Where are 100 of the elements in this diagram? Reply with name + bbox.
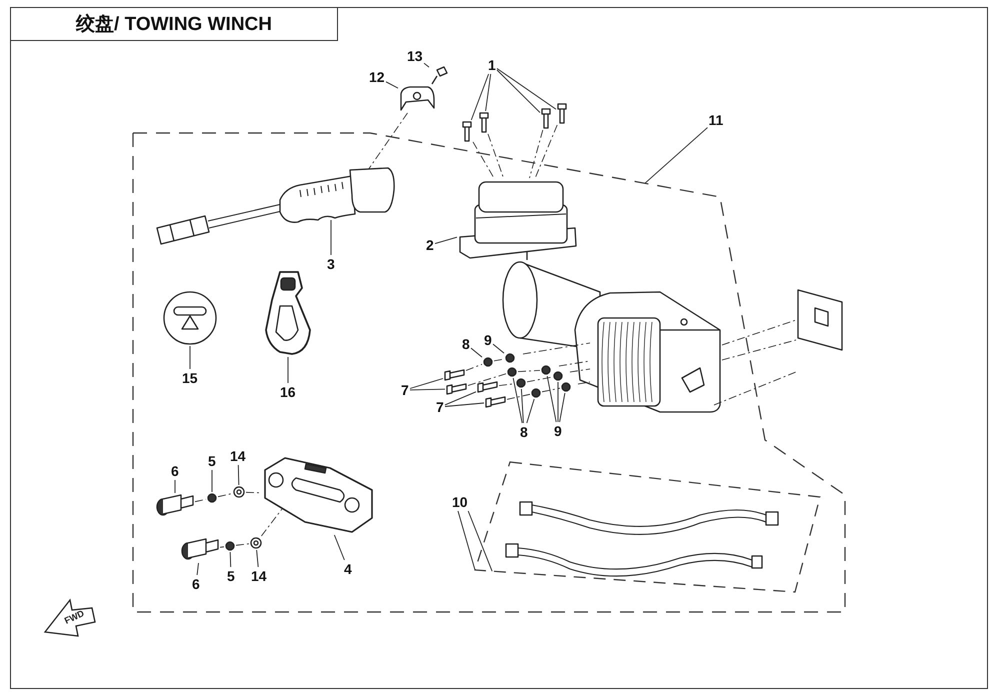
leader-line <box>559 392 566 422</box>
nut-icon <box>507 367 517 377</box>
warning-label-icon <box>163 291 217 345</box>
center-line <box>488 134 504 178</box>
leader-line <box>410 378 444 389</box>
callout-number: 7 <box>401 382 409 398</box>
bolt-icon <box>156 494 194 518</box>
leader-line <box>424 62 430 68</box>
center-line <box>472 142 494 178</box>
leader-line <box>256 550 259 568</box>
remote-control-drawing <box>155 166 396 246</box>
fairlead-drawing <box>263 456 374 534</box>
center-line <box>526 376 552 382</box>
lock-washer-icon <box>225 541 235 551</box>
bolt-icon <box>181 538 219 562</box>
center-line <box>542 388 560 392</box>
callout-number: 8 <box>462 336 470 352</box>
leader-line <box>520 388 524 424</box>
callout-number: 16 <box>280 384 296 400</box>
bolt-icon <box>462 121 472 142</box>
dashed-outline <box>472 459 823 595</box>
center-line <box>494 358 504 362</box>
leader-line <box>196 562 199 576</box>
nut-icon <box>561 382 571 392</box>
leader-line <box>330 220 332 256</box>
leader-line <box>496 70 540 114</box>
center-line <box>218 493 232 498</box>
callout-number: 9 <box>484 332 492 348</box>
nut-icon <box>541 365 551 375</box>
leader-line <box>334 534 345 560</box>
leader-line <box>386 81 398 89</box>
bolt-icon <box>541 108 551 129</box>
leader-line <box>470 74 490 120</box>
callout-number: 13 <box>407 48 423 64</box>
nut-icon <box>531 388 541 398</box>
bolt-icon <box>477 380 498 394</box>
nut-icon <box>483 357 493 367</box>
center-line <box>220 546 224 548</box>
hook-drawing <box>264 270 312 356</box>
callout-number: 14 <box>251 568 267 584</box>
callout-number: 10 <box>452 494 468 510</box>
center-line <box>261 508 282 536</box>
callout-number: 6 <box>171 463 179 479</box>
callout-number: 11 <box>708 112 724 128</box>
leader-line <box>444 402 484 407</box>
callout-number: 1 <box>488 57 496 73</box>
center-line <box>236 543 250 546</box>
nut-icon <box>505 353 515 363</box>
leader-line <box>546 376 557 422</box>
leader-line <box>434 236 458 244</box>
leader-line <box>526 398 535 424</box>
leader-line <box>468 510 493 572</box>
leader-line <box>444 391 476 406</box>
dashed-outline <box>130 130 848 615</box>
solenoid-box-drawing <box>458 179 578 260</box>
leader-line <box>512 378 523 424</box>
leader-line <box>492 344 504 354</box>
center-line <box>529 130 544 178</box>
callout-number: 4 <box>344 561 352 577</box>
leader-line <box>410 388 446 390</box>
bolt-icon <box>557 103 567 124</box>
center-line <box>466 364 482 371</box>
nut-icon <box>553 371 563 381</box>
callout-number: 3 <box>327 256 335 272</box>
bolt-icon <box>479 112 489 133</box>
bolt-icon <box>444 368 465 382</box>
leader-line <box>230 552 232 568</box>
nut-icon <box>516 378 526 388</box>
center-line <box>368 112 408 170</box>
leader-line <box>485 74 492 112</box>
callout-number: 15 <box>182 370 198 386</box>
callout-number: 5 <box>208 453 216 469</box>
center-line <box>534 124 558 178</box>
washer-icon <box>233 486 245 498</box>
bolt-icon <box>446 382 467 396</box>
center-line <box>506 394 530 400</box>
callout-number: 5 <box>227 568 235 584</box>
leader-line <box>644 127 708 184</box>
bracket-drawing <box>399 85 436 112</box>
leader-line <box>458 510 476 570</box>
leader-line <box>470 348 482 358</box>
bolt-icon <box>485 395 506 409</box>
callout-number: 14 <box>230 448 246 464</box>
callout-number: 8 <box>520 424 528 440</box>
callout-number: 9 <box>554 423 562 439</box>
washer-icon <box>250 537 262 549</box>
leader-line <box>174 480 176 494</box>
title: 绞盘/ TOWING WINCH <box>10 7 338 41</box>
callout-number: 6 <box>192 576 200 592</box>
leader-line <box>496 68 556 110</box>
lock-washer-icon <box>207 493 217 503</box>
callout-number: 12 <box>369 69 385 85</box>
screw-icon <box>430 65 449 86</box>
leader-line <box>238 464 240 486</box>
callout-number: 7 <box>436 399 444 415</box>
direction-label: FWD <box>62 608 86 626</box>
center-line <box>468 373 506 386</box>
center-line <box>194 498 206 502</box>
callout-number: 2 <box>426 237 434 253</box>
center-line <box>518 370 540 372</box>
